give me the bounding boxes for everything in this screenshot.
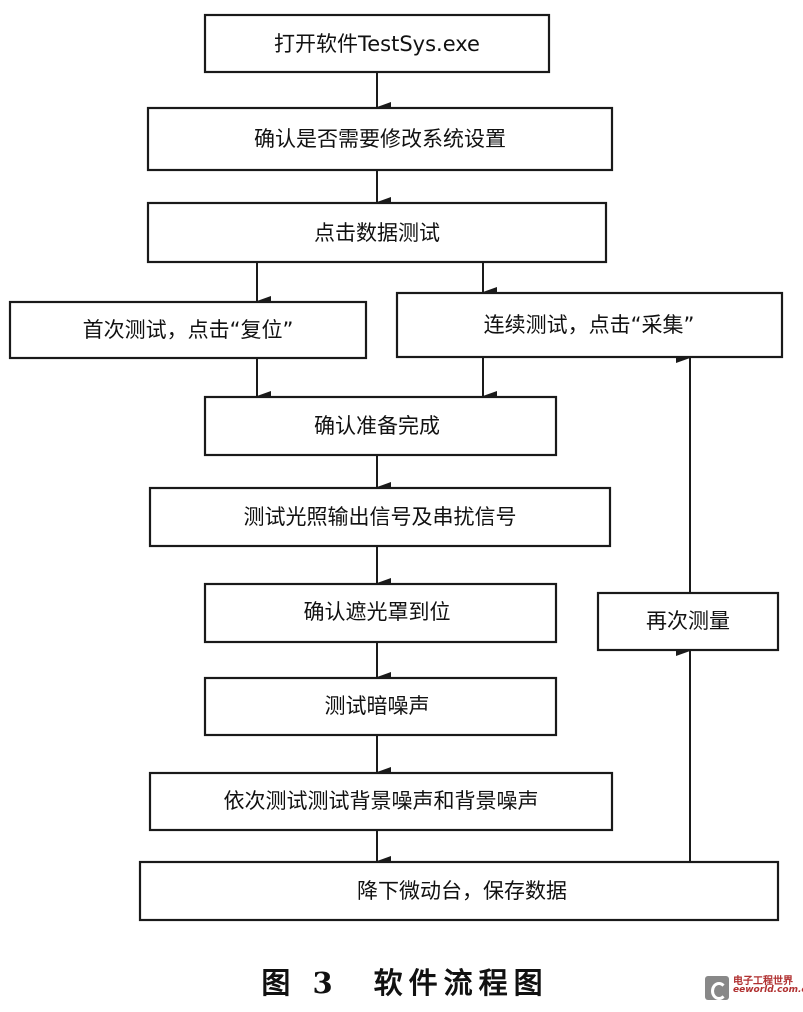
watermark-cn: 电子工程世界: [733, 976, 793, 987]
figure-caption: 图 3 软件流程图: [261, 966, 548, 1000]
node-first-test: 首次测试，点击“复位”: [8, 300, 368, 360]
node-confirm-ready: 确认准备完成: [203, 395, 558, 457]
node-confirm-shade: 确认遮光罩到位: [203, 582, 558, 644]
node-label: 再次测量: [646, 609, 730, 633]
eeworld-logo-icon: [705, 976, 729, 1000]
node-label: 确认遮光罩到位: [304, 600, 451, 624]
node-confirm-settings: 确认是否需要修改系统设置: [146, 106, 614, 172]
node-test-light-signal: 测试光照输出信号及串扰信号: [148, 486, 612, 548]
node-label: 测试光照输出信号及串扰信号: [244, 505, 517, 529]
node-label: 依次测试测试背景噪声和背景噪声: [224, 789, 539, 813]
node-label: 确认准备完成: [314, 414, 440, 438]
node-test-background-noise: 依次测试测试背景噪声和背景噪声: [148, 771, 614, 832]
node-open-software: 打开软件TestSys.exe: [203, 13, 551, 74]
node-test-dark-noise: 测试暗噪声: [203, 676, 558, 737]
node-label: 首次测试，点击“复位”: [83, 318, 294, 342]
node-label: 打开软件TestSys.exe: [274, 32, 480, 56]
node-click-data-test: 点击数据测试: [146, 201, 608, 264]
watermark-logo: 电子工程世界 eeworld.com.cn: [705, 972, 803, 1008]
node-label: 测试暗噪声: [325, 694, 430, 718]
arrows: [256, 170, 691, 866]
node-measure-again: 再次测量: [596, 591, 780, 652]
watermark-en: eeworld.com.cn: [733, 985, 803, 995]
node-lower-stage-save: 降下微动台，保存数据: [138, 860, 780, 922]
node-continuous-test: 连续测试，点击“采集”: [395, 291, 784, 359]
node-label: 点击数据测试: [314, 221, 440, 245]
node-label: 确认是否需要修改系统设置: [254, 127, 506, 151]
node-label: 降下微动台，保存数据: [357, 879, 567, 903]
node-label: 连续测试，点击“采集”: [484, 313, 695, 337]
